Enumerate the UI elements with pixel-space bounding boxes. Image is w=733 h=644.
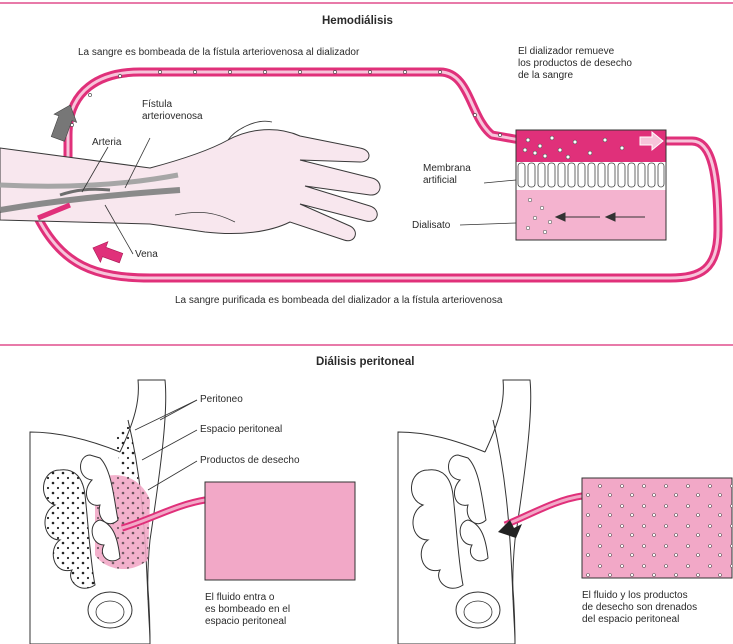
dialyzer [516, 130, 666, 240]
body-left [30, 380, 166, 644]
hemodialysis-title: Hemodiálisis [322, 15, 393, 27]
label-waste-products: Productos de desecho [200, 455, 300, 467]
label-vein: Vena [135, 249, 158, 261]
arm-and-hand [0, 121, 380, 241]
label-artery: Arteria [92, 137, 121, 149]
peritoneal-title: Diálisis peritoneal [316, 356, 414, 368]
body-right [398, 380, 531, 644]
caption-fluid-in: El fluido entra o es bombeado en el espa… [205, 592, 290, 628]
dialyzer-caption: El dializador remueve los productos de d… [518, 46, 632, 82]
top-caption: La sangre es bombeada de la fístula arte… [78, 47, 359, 59]
fluid-bag-in [205, 482, 355, 580]
label-peritoneal-space: Espacio peritoneal [200, 424, 282, 436]
label-fistula: Fístula arteriovenosa [142, 99, 203, 123]
bottom-caption: La sangre purificada es bombeada del dia… [175, 295, 502, 307]
arrow-return-icon [89, 238, 125, 269]
label-membrane: Membrana artificial [423, 163, 471, 187]
label-dialysate: Dialisato [412, 220, 450, 232]
caption-fluid-out: El fluido y los productos de desecho son… [582, 590, 697, 626]
label-peritoneum: Peritoneo [200, 394, 243, 406]
